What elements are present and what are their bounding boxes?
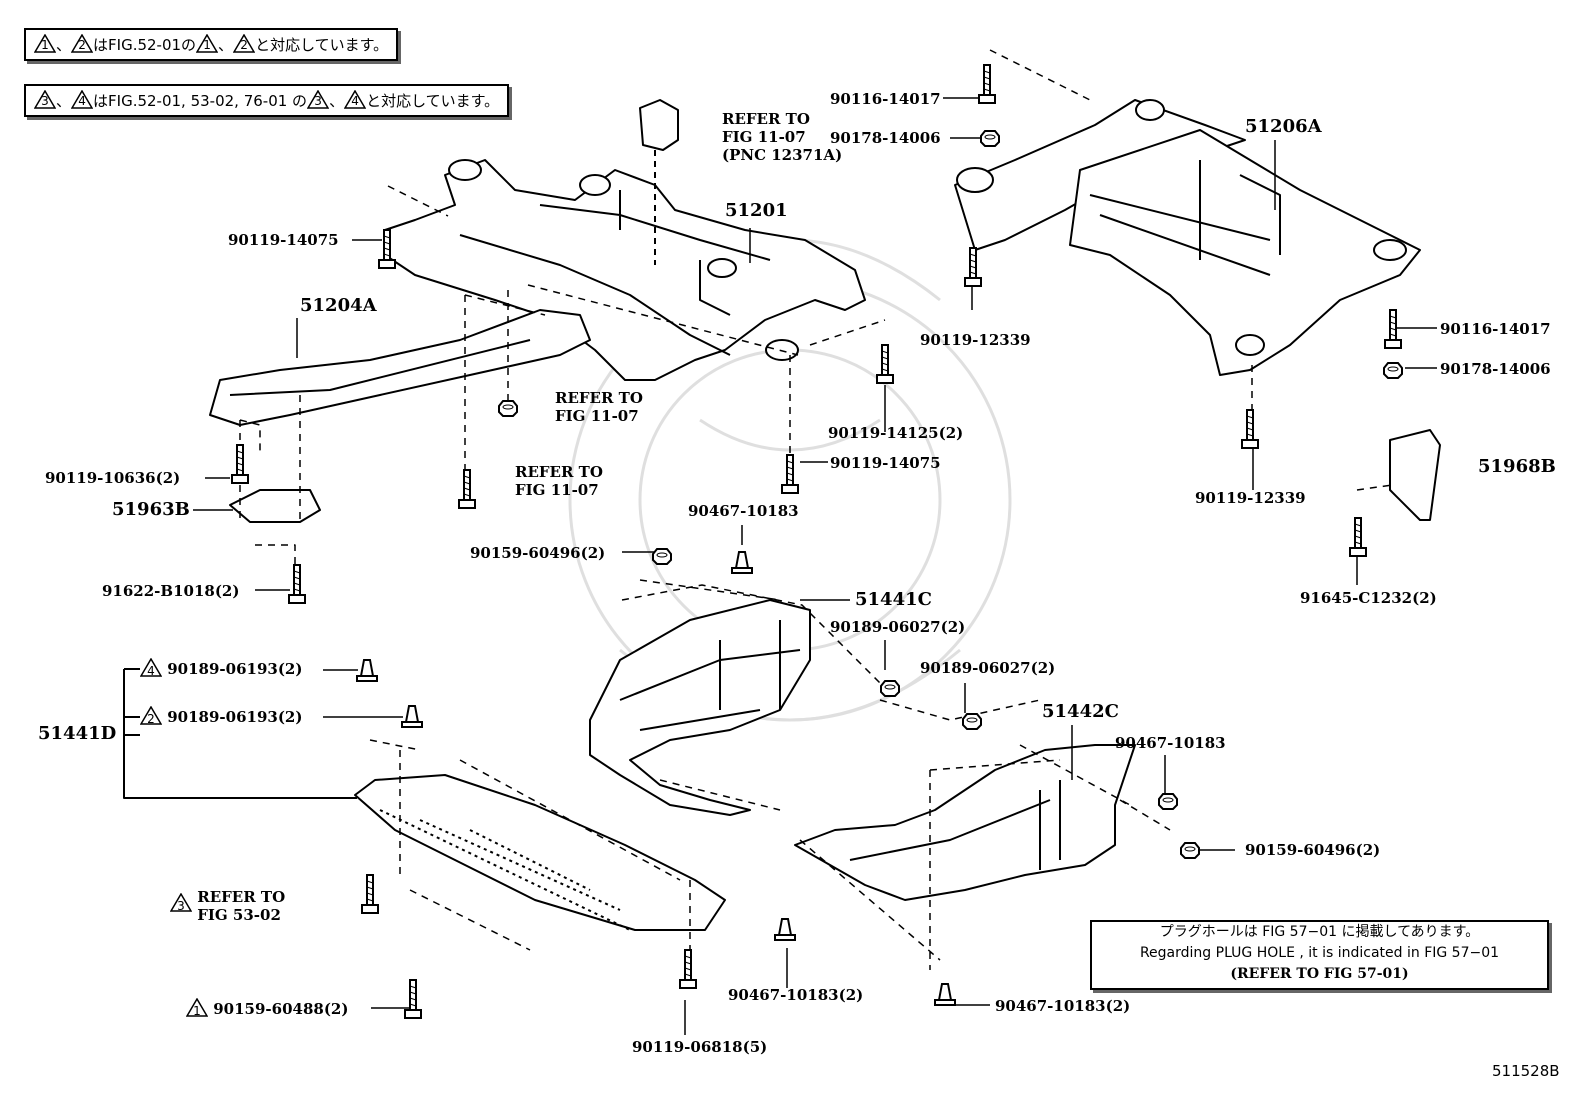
bolt-icon [231,444,249,484]
clip-icon [401,705,423,728]
plug-note-jp: プラグホールは FIG 57−01 に掲載してあります。 [1159,924,1480,940]
plug-note-en: Regarding PLUG HOLE , it is indicated in… [1139,945,1500,961]
fastener-90119-14075[interactable]: 90119-14075 [228,231,339,249]
under-cover-51441C [589,599,811,816]
bolt-icon [288,564,306,604]
warning-triangle-icon: 4 [351,94,359,108]
fastener-90467-10183[interactable]: 90467-10183 [688,502,799,520]
fastener-90189-06027[interactable]: 90189-06027(2) [830,618,966,636]
warning-triangle-icon: 3 [177,899,185,913]
nut-icon [1180,842,1200,859]
bolt-icon [679,949,697,989]
warning-triangle-icon: 2 [78,38,86,52]
fastener-90119-12339[interactable]: 90119-12339 [920,331,1031,349]
fastener-90189-06193-marker2[interactable]: 2 90189-06193(2) [140,706,302,726]
fastener-91622-B1018[interactable]: 91622-B1018(2) [102,582,240,600]
plug-note-ref[interactable]: (REFER TO FIG 57-01) [1230,966,1409,982]
part-51963B[interactable]: 51963B [112,499,190,520]
plate-51963B [229,489,321,523]
bolt-icon [1241,409,1259,449]
fastener-91645-C1232[interactable]: 91645-C1232(2) [1300,589,1437,607]
fastener-90119-06818[interactable]: 90119-06818(5) [632,1038,768,1056]
bolt-icon [781,454,799,494]
under-cover-51442C [794,744,1136,901]
warning-triangle-icon: 2 [147,712,155,726]
clip-icon [731,551,753,574]
nut-icon [652,548,672,565]
diagram-id: 511528B [1492,1062,1560,1080]
fastener-90178-14006[interactable]: 90178-14006 [830,129,941,147]
fastener-90189-06193-marker4[interactable]: 4 90189-06193(2) [140,658,302,678]
front-crossmember-51201 [384,99,866,381]
fastener-90467-10183[interactable]: 90467-10183(2) [995,997,1131,1015]
front-cover-51441D [354,774,726,931]
warning-triangle-icon: 3 [314,94,322,108]
warning-triangle-icon: 2 [240,38,248,52]
part-51204A[interactable]: 51204A [300,295,377,316]
clip-icon [774,918,796,941]
bolt-icon [458,469,476,509]
bolt-icon [1349,517,1367,557]
fastener-90467-10183[interactable]: 90467-10183 [1115,734,1226,752]
fastener-90119-14125[interactable]: 90119-14125(2) [828,424,964,442]
nut-icon [1158,793,1178,810]
part-51441D[interactable]: 51441D [38,723,117,744]
fastener-90178-14006[interactable]: 90178-14006 [1440,360,1551,378]
fastener-90189-06027[interactable]: 90189-06027(2) [920,659,1056,677]
rear-crossmember-51206A [954,99,1421,376]
part-51968B[interactable]: 51968B [1478,456,1556,477]
bolt-icon [404,979,422,1019]
warning-triangle-icon: 1 [193,1004,201,1018]
fastener-90159-60496[interactable]: 90159-60496(2) [1245,841,1381,859]
warning-triangle-icon: 4 [147,664,155,678]
fastener-90159-60488-marker1[interactable]: 1 90159-60488(2) [186,998,348,1018]
fastener-90159-60496[interactable]: 90159-60496(2) [470,544,606,562]
fastener-90119-10636[interactable]: 90119-10636(2) [45,469,181,487]
bolt-icon [964,247,982,287]
brace-51204A [209,309,591,426]
fastener-90116-14017[interactable]: 90116-14017 [1440,320,1551,338]
clip-icon [934,983,956,1006]
warning-triangle-icon: 3 [41,94,49,108]
fastener-90119-14075[interactable]: 90119-14075 [830,454,941,472]
part-51442C[interactable]: 51442C [1042,701,1119,722]
bolt-icon [876,344,894,384]
clip-icon [962,713,982,730]
nut-icon [1383,362,1403,379]
nut-icon [498,400,518,417]
fastener-90467-10183[interactable]: 90467-10183(2) [728,986,864,1004]
nut-icon [980,130,1000,147]
warning-triangle-icon: 1 [203,38,211,52]
bracket-51968B [1389,429,1441,521]
part-51206A[interactable]: 51206A [1245,116,1322,137]
clip-icon [880,680,900,697]
fastener-90116-14017[interactable]: 90116-14017 [830,90,941,108]
part-51201[interactable]: 51201 [725,200,788,221]
clip-icon [356,659,378,682]
bolt-icon [361,874,379,914]
part-51441C[interactable]: 51441C [855,589,932,610]
warning-triangle-icon: 4 [78,94,86,108]
fastener-90119-12339[interactable]: 90119-12339 [1195,489,1306,507]
bolt-icon [1384,309,1402,349]
plug-hole-note: プラグホールは FIG 57−01 に掲載してあります。 Regarding P… [1090,920,1549,990]
warning-triangle-icon: 1 [41,38,49,52]
bolt-icon [978,64,996,104]
